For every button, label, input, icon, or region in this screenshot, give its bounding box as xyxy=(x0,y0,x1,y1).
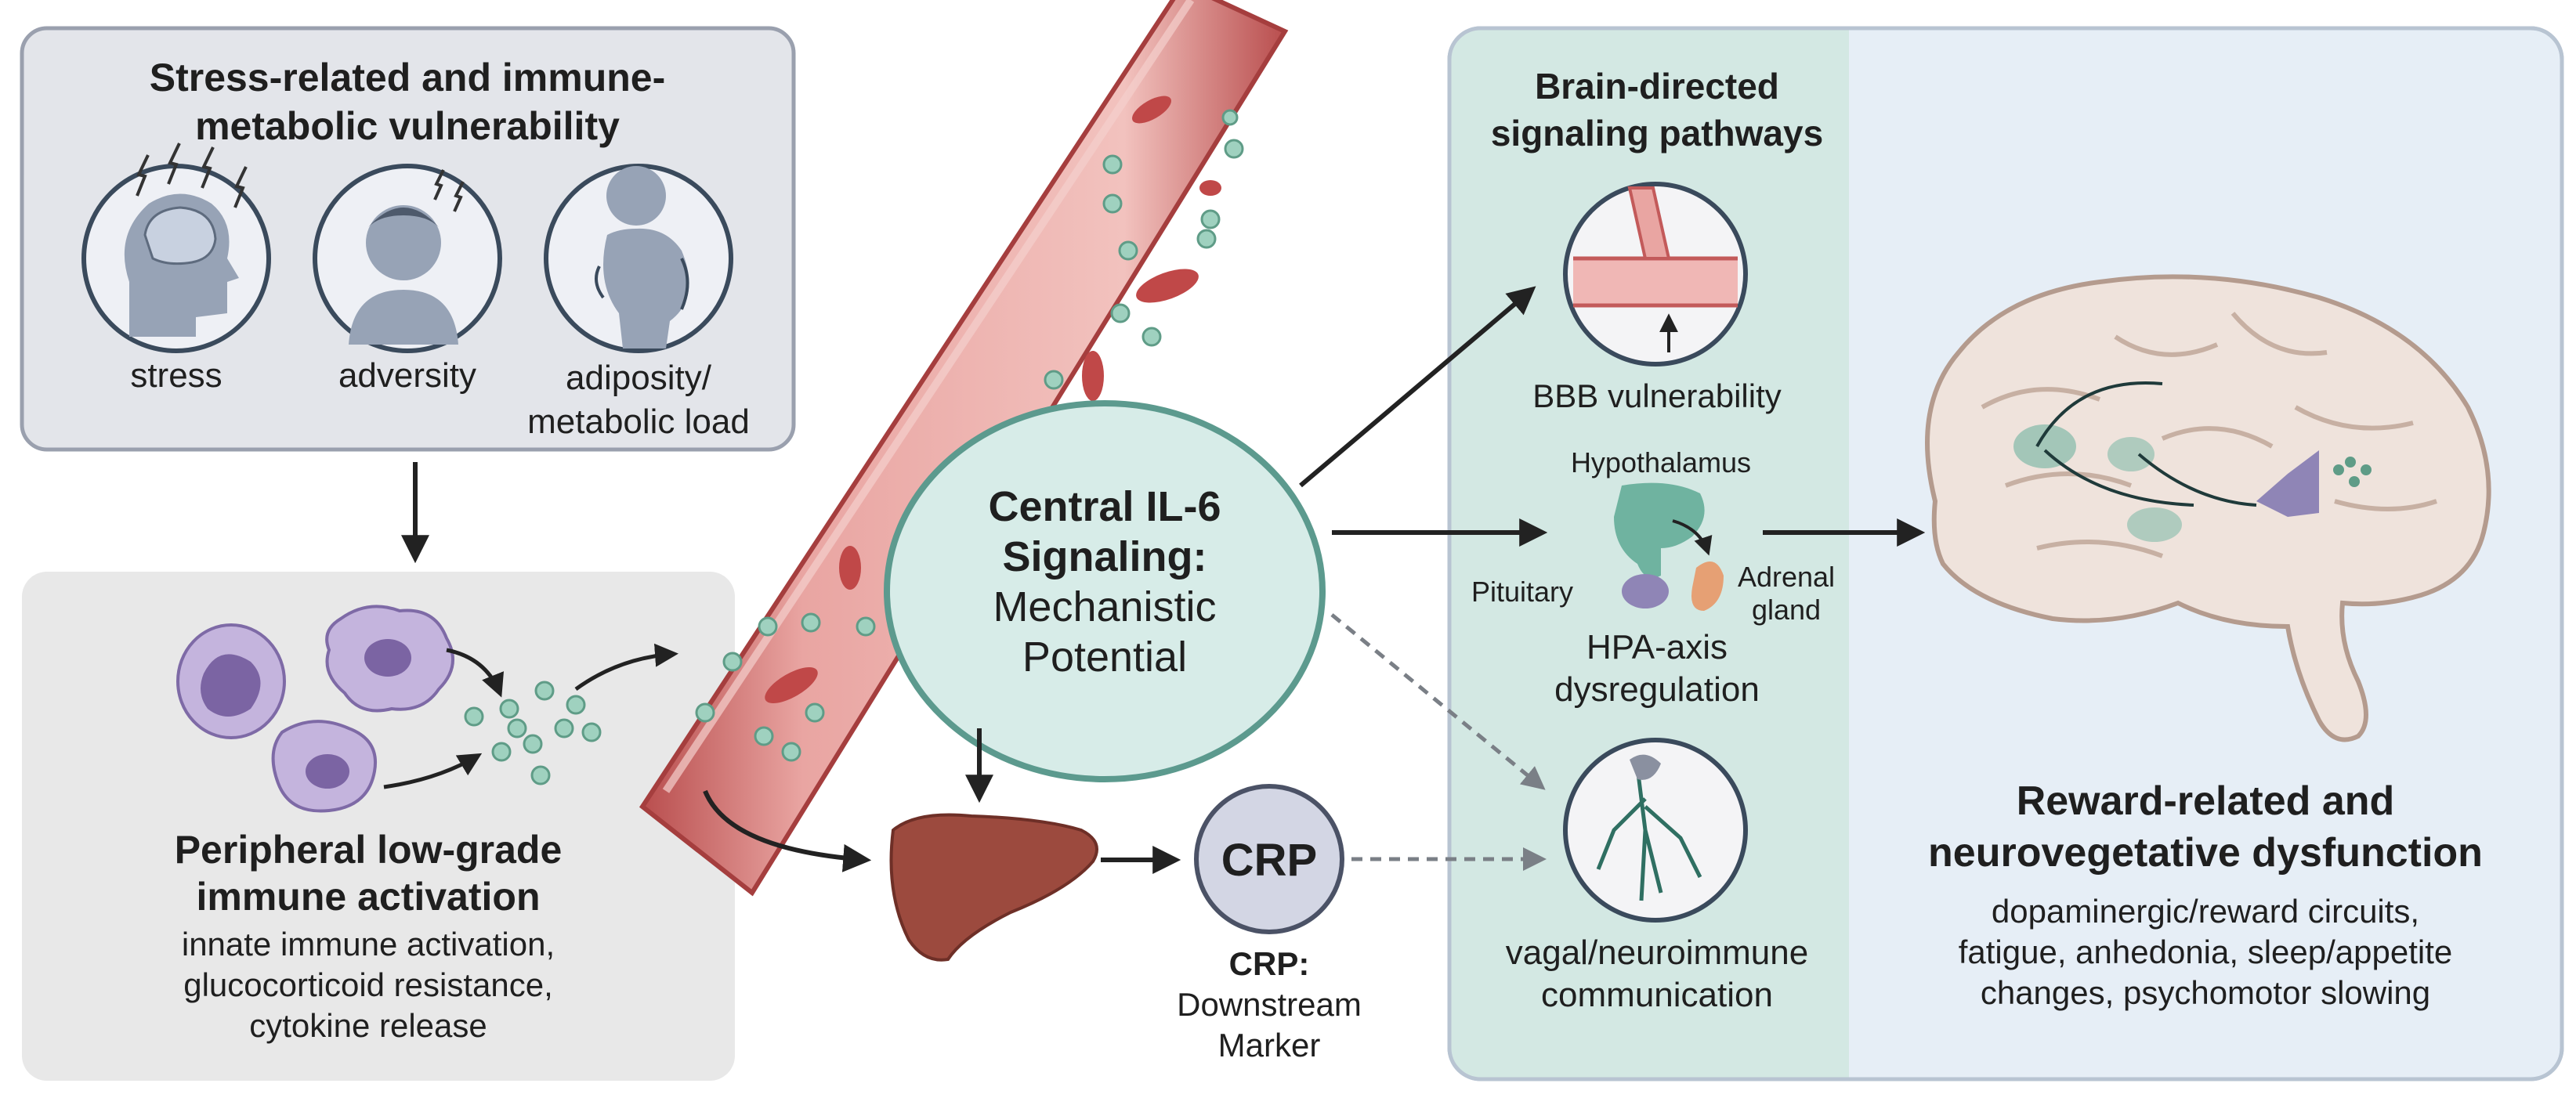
adrenal-label: Adrenal gland xyxy=(1724,561,1849,627)
outcome-desc-line2: fatigue, anhedonia, sleep/appetite xyxy=(1958,933,2453,970)
central-line2: Signaling: xyxy=(1002,533,1207,580)
vagal-nerve-icon xyxy=(1563,738,1748,923)
hpa-label: HPA-axis dysregulation xyxy=(1473,627,1841,711)
stress-panel-title: Stress-related and immune- metabolic vul… xyxy=(47,53,768,150)
brain-title-line2: signaling pathways xyxy=(1490,113,1824,153)
central-line3: Mechanistic xyxy=(993,583,1217,630)
stress-title-line2: metabolic vulnerability xyxy=(195,104,620,148)
immune-panel-desc: innate immune activation, glucocorticoid… xyxy=(47,924,689,1046)
adiposity-label-line2: metabolic load xyxy=(527,403,750,441)
immune-title-line1: Peripheral low-grade xyxy=(174,828,563,872)
immune-desc-line3: cytokine release xyxy=(249,1007,487,1044)
hypothalamus-label: Hypothalamus xyxy=(1570,446,1752,478)
adrenal-line1: Adrenal xyxy=(1737,561,1836,593)
crp-caption-line2: Marker xyxy=(1217,1027,1321,1063)
stress-title-line1: Stress-related and immune- xyxy=(149,56,666,99)
bbb-vessel-icon xyxy=(1563,182,1748,367)
outcome-desc-line1: dopaminergic/reward circuits, xyxy=(1991,893,2420,930)
immune-panel-title: Peripheral low-grade immune activation xyxy=(47,826,689,920)
hpa-label-line2: dysregulation xyxy=(1554,670,1760,709)
adiposity-label: adiposity/ metabolic load xyxy=(501,356,776,444)
immune-desc-line2: glucocorticoid resistance, xyxy=(183,966,553,1003)
adversity-label: adversity xyxy=(338,356,477,395)
brain-title-line1: Brain-directed xyxy=(1535,66,1779,107)
monocyte-icon xyxy=(176,623,286,739)
hpa-axis-icon xyxy=(1614,482,1724,611)
stress-label: stress xyxy=(130,356,223,395)
crp-badge xyxy=(1194,784,1344,934)
brain-head-icon xyxy=(81,143,271,353)
brain-icon xyxy=(1925,274,2491,742)
macrophage-icon xyxy=(325,605,454,713)
brain-panel-title: Brain-directed signaling pathways xyxy=(1465,63,1849,157)
crp-caption: CRP: Downstream Marker xyxy=(1144,944,1395,1066)
crp-caption-bold: CRP: xyxy=(1228,945,1310,982)
outcome-desc: dopaminergic/reward circuits, fatigue, a… xyxy=(1857,891,2554,1013)
outcome-title-line2: neurovegetative dysfunction xyxy=(1928,830,2483,876)
outcome-title-line1: Reward-related and xyxy=(2016,778,2395,824)
crp-caption-line1: Downstream xyxy=(1177,986,1362,1023)
dendritic-cell-icon xyxy=(271,720,377,813)
liver-icon xyxy=(889,813,1098,962)
immune-desc-line1: innate immune activation, xyxy=(181,926,555,962)
adiposity-label-line1: adiposity/ xyxy=(566,359,711,397)
central-il6-ellipse xyxy=(884,400,1326,782)
vagal-label-line2: communication xyxy=(1541,976,1773,1014)
adrenal-line2: gland xyxy=(1751,594,1822,626)
immune-title-line2: immune activation xyxy=(196,875,541,919)
central-il6-label: Central IL-6 Signaling: Mechanistic Pote… xyxy=(893,482,1316,682)
crp-badge-label: CRP xyxy=(1221,835,1318,886)
vagal-label: vagal/neuroimmune communication xyxy=(1465,932,1849,1017)
outcome-desc-line3: changes, psychomotor slowing xyxy=(1980,974,2431,1011)
body-silhouette-icon xyxy=(544,164,733,353)
vagal-label-line1: vagal/neuroimmune xyxy=(1505,933,1809,972)
bbb-label: BBB vulnerability xyxy=(1532,377,1782,414)
cytokine-dots xyxy=(464,681,602,785)
child-icon xyxy=(313,164,502,353)
outcome-title: Reward-related and neurovegetative dysfu… xyxy=(1857,775,2554,879)
hpa-label-line1: HPA-axis xyxy=(1586,628,1728,666)
central-line4: Potential xyxy=(1022,634,1188,681)
central-line1: Central IL-6 xyxy=(988,483,1221,530)
pituitary-label: Pituitary xyxy=(1471,576,1574,608)
